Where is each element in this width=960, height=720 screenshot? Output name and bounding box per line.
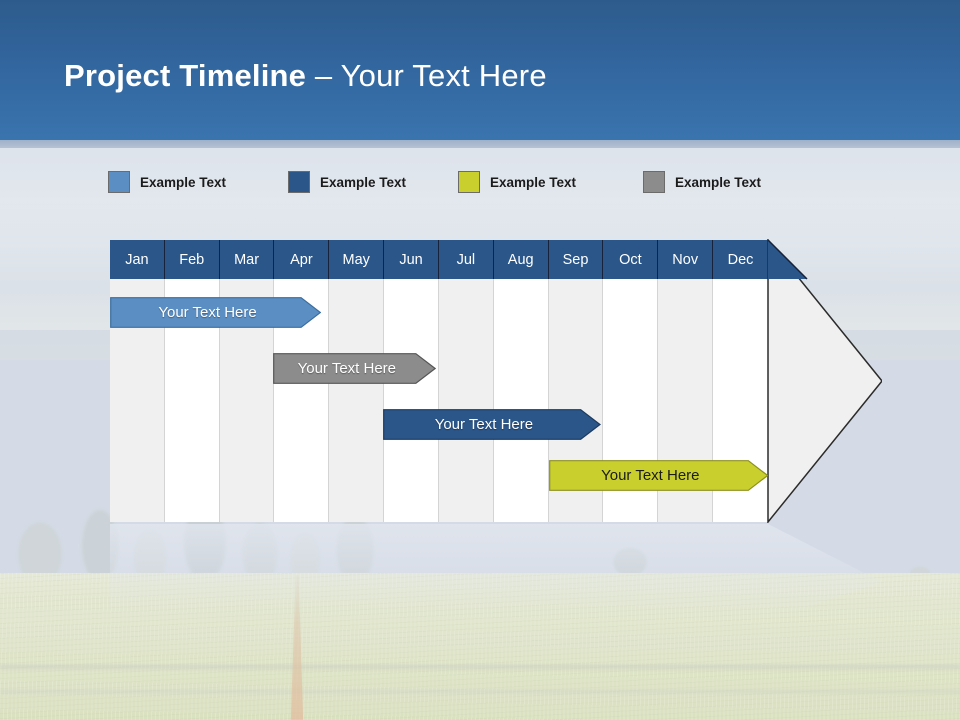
timeline-arrow-head (767, 239, 882, 523)
task-bar-shape (110, 297, 322, 328)
month-header-may[interactable]: May (329, 240, 385, 279)
task-bar-4[interactable]: Your Text Here (548, 460, 768, 491)
legend: Example Text Example Text Example Text Exam… (108, 170, 828, 194)
legend-item-3[interactable]: Example Text (458, 170, 576, 194)
chart-column-mar (219, 240, 275, 522)
task-bar-label: Your Text Here (434, 416, 534, 433)
month-header-jun[interactable]: Jun (384, 240, 439, 279)
task-bar-2[interactable]: Your Text Here (273, 353, 437, 384)
task-bar-shape (548, 460, 768, 491)
background-field-track-1 (0, 665, 960, 671)
month-header-sep[interactable]: Sep (548, 240, 604, 279)
legend-item-label: Example Text (675, 174, 762, 190)
legend-item-4[interactable]: Example Text (643, 170, 761, 194)
month-header-oct[interactable]: Oct (603, 240, 659, 279)
legend-item-label: Example Text (490, 174, 577, 190)
month-header-apr[interactable]: Apr (274, 240, 330, 279)
task-bar-shape (273, 353, 437, 384)
page-title: Project Timeline – Your Text Here (64, 58, 547, 94)
legend-item-label: Example Text (320, 174, 407, 190)
legend-swatch-yellow (458, 171, 480, 193)
task-bar-label: Your Text Here (601, 467, 700, 484)
chart-column-feb (164, 240, 220, 522)
task-bar-shape (383, 409, 601, 440)
month-header-dec[interactable]: Dec (713, 240, 768, 279)
legend-swatch-gray (643, 171, 665, 193)
task-bar-label: Your Text Here (297, 360, 397, 377)
title-bar-base-strip (0, 140, 960, 148)
month-header-jul[interactable]: Jul (438, 240, 494, 279)
page-title-light: – Your Text Here (306, 58, 547, 93)
legend-item-2[interactable]: Example Text (288, 170, 406, 194)
month-header-mar[interactable]: Mar (219, 240, 275, 279)
task-bar-1[interactable]: Your Text Here (110, 297, 322, 328)
legend-item-label: Example Text (140, 174, 227, 190)
chart-column-jul (438, 240, 494, 522)
legend-swatch-dark-blue (288, 171, 310, 193)
page-title-strong: Project Timeline (64, 58, 307, 93)
task-bar-label: Your Text Here (158, 304, 257, 321)
month-header-nov[interactable]: Nov (658, 240, 714, 279)
legend-swatch-light-blue (108, 171, 130, 193)
month-header-aug[interactable]: Aug (493, 240, 549, 279)
month-header-feb[interactable]: Feb (164, 240, 220, 279)
legend-item-1[interactable]: Example Text (108, 170, 226, 194)
chart-column-aug (493, 240, 549, 522)
chart-column-stripes (110, 240, 768, 522)
chart-column-jan (110, 240, 165, 522)
background-field-track-2 (0, 690, 960, 695)
task-bar-3[interactable]: Your Text Here (383, 409, 601, 440)
title-bar (0, 0, 960, 140)
month-header-jan[interactable]: Jan (110, 240, 165, 279)
